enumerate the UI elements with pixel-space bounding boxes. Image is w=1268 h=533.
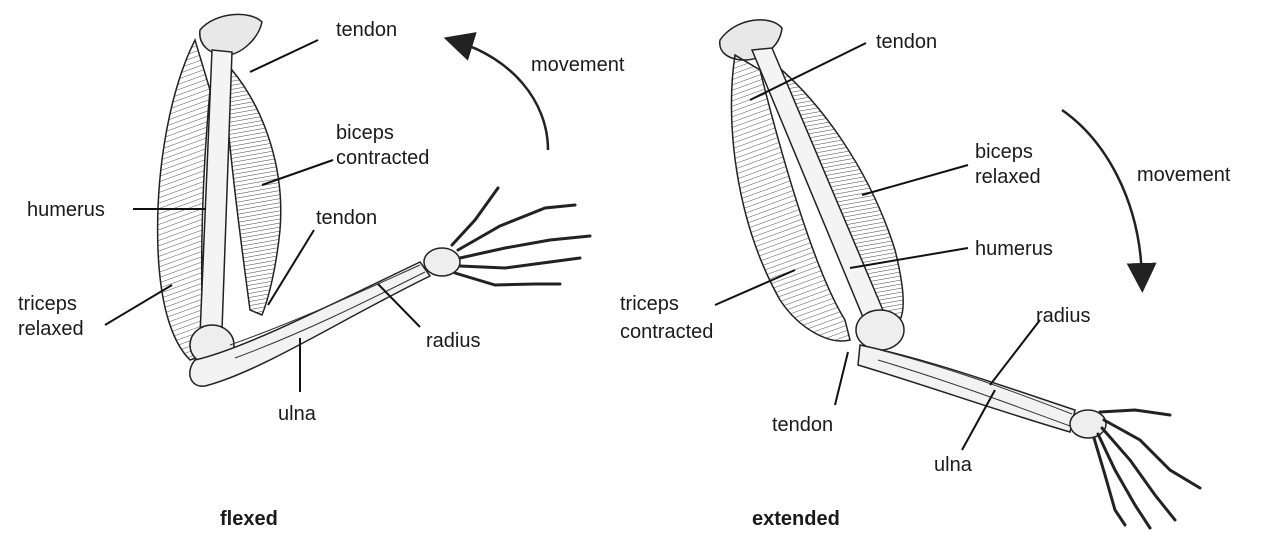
flexed-movement-label: movement [531, 53, 624, 77]
flexed-shoulder [200, 14, 262, 55]
extended-caption: extended [752, 508, 840, 531]
flexed-tendon-top-label: tendon [336, 18, 397, 42]
extended-tendon-elbow-label: tendon [772, 413, 833, 437]
flexed-tendon-elbow-label: tendon [316, 206, 377, 230]
extended-ulna-label: ulna [934, 453, 972, 477]
extended-fingers [1094, 410, 1200, 528]
flexed-biceps-muscle [225, 70, 281, 315]
extended-wrist [1070, 410, 1106, 438]
extended-arm-illustration [715, 20, 1200, 528]
extended-elbow [856, 310, 904, 350]
flexed-biceps-label-line1: biceps [336, 121, 394, 145]
extended-biceps-label-line1: biceps [975, 140, 1033, 164]
flexed-arm-illustration [105, 14, 590, 392]
flexed-forearm [190, 262, 430, 386]
flexed-triceps-label-line1: triceps [18, 292, 77, 316]
extended-movement-arrow [1062, 110, 1142, 278]
flexed-ulna-label: ulna [278, 402, 316, 426]
extended-tendon-top-label: tendon [876, 30, 937, 54]
extended-triceps-label-line1: triceps [620, 292, 679, 316]
flexed-caption: flexed [220, 508, 278, 531]
extended-radius-label: radius [1036, 304, 1090, 328]
flexed-radius-label: radius [426, 329, 480, 353]
extended-humerus-label: humerus [975, 237, 1053, 261]
extended-movement-label: movement [1137, 163, 1230, 187]
flexed-fingers [452, 188, 590, 285]
flexed-triceps-label-line2: relaxed [18, 317, 84, 341]
flexed-humerus-label: humerus [27, 198, 105, 222]
flexed-biceps-label-line2: contracted [336, 146, 429, 170]
extended-biceps-label-line2: relaxed [975, 165, 1041, 189]
extended-triceps-label-line2: contracted [620, 320, 713, 344]
